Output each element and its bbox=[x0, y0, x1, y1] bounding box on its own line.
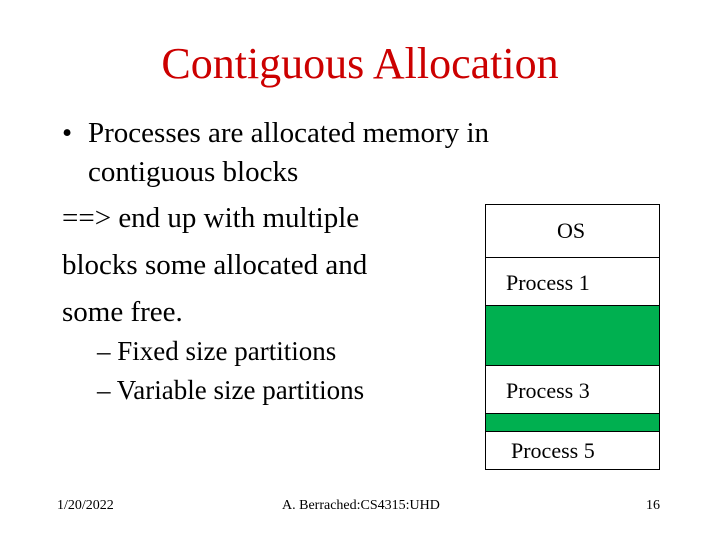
bullet-icon: • bbox=[62, 117, 73, 149]
body-text-line-3: some free. bbox=[62, 296, 183, 328]
memory-block-label-process-5: Process 5 bbox=[511, 438, 595, 463]
memory-block-process-5 bbox=[485, 432, 660, 470]
memory-block-label-os: OS bbox=[557, 218, 586, 243]
memory-block-label-process-1: Process 1 bbox=[506, 270, 590, 295]
memory-block-free-1 bbox=[485, 306, 660, 366]
memory-block-process-1 bbox=[485, 258, 660, 306]
memory-block-label-process-3: Process 3 bbox=[506, 378, 590, 403]
footer-date: 1/20/2022 bbox=[57, 498, 114, 513]
sub-item-fixed-size: – Fixed size partitions bbox=[97, 336, 337, 366]
memory-block-os bbox=[485, 204, 660, 258]
bullet-text-line-1: Processes are allocated memory in bbox=[88, 117, 490, 149]
footer-page-number: 16 bbox=[646, 498, 660, 513]
memory-block-free-2 bbox=[485, 414, 660, 432]
sub-item-variable-size: – Variable size partitions bbox=[97, 375, 365, 405]
body-text-line-2: blocks some allocated and bbox=[62, 249, 368, 281]
body-text-line-1: ==> end up with multiple bbox=[62, 202, 360, 234]
footer-author: A. Berrached:CS4315:UHD bbox=[282, 498, 440, 513]
page-title: Contiguous Allocation bbox=[161, 39, 559, 88]
memory-block-process-3 bbox=[485, 366, 660, 414]
bullet-text-line-2: contiguous blocks bbox=[88, 156, 299, 188]
